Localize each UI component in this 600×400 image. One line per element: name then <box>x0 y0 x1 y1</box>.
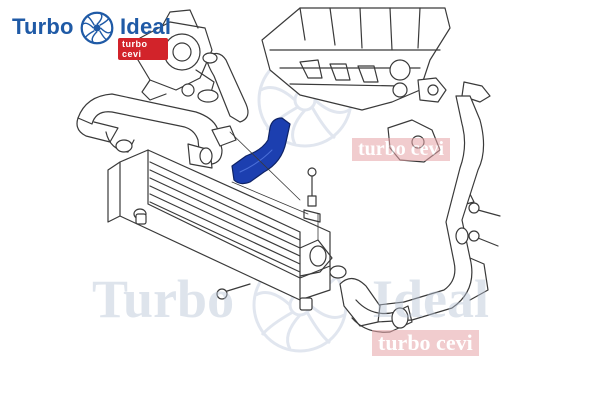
watermark-word-right: Ideal <box>372 269 490 329</box>
watermark-badge-top: turbo cevi <box>352 138 451 161</box>
logo-badge: turbo cevi <box>118 38 168 60</box>
turbine-logo-icon <box>80 11 114 45</box>
highlighted-intercooler-hose <box>231 117 291 185</box>
logo-word-turbo: Turbo <box>12 14 74 39</box>
turbo-to-intercooler-pipe <box>76 93 223 169</box>
watermark-badge-bottom: turbo cevi <box>372 330 479 356</box>
intercooler <box>107 149 333 301</box>
logo-word-ideal: Ideal <box>120 14 172 39</box>
intercooler-outlet-hose <box>329 265 413 333</box>
watermark-word-left: Turbo <box>92 269 235 329</box>
turbo-outlet-hose <box>197 52 249 147</box>
intake-manifold <box>261 7 451 111</box>
leader-lines <box>229 131 319 241</box>
brand-logo: Turbo Ideal turbo cevi <box>8 6 172 60</box>
